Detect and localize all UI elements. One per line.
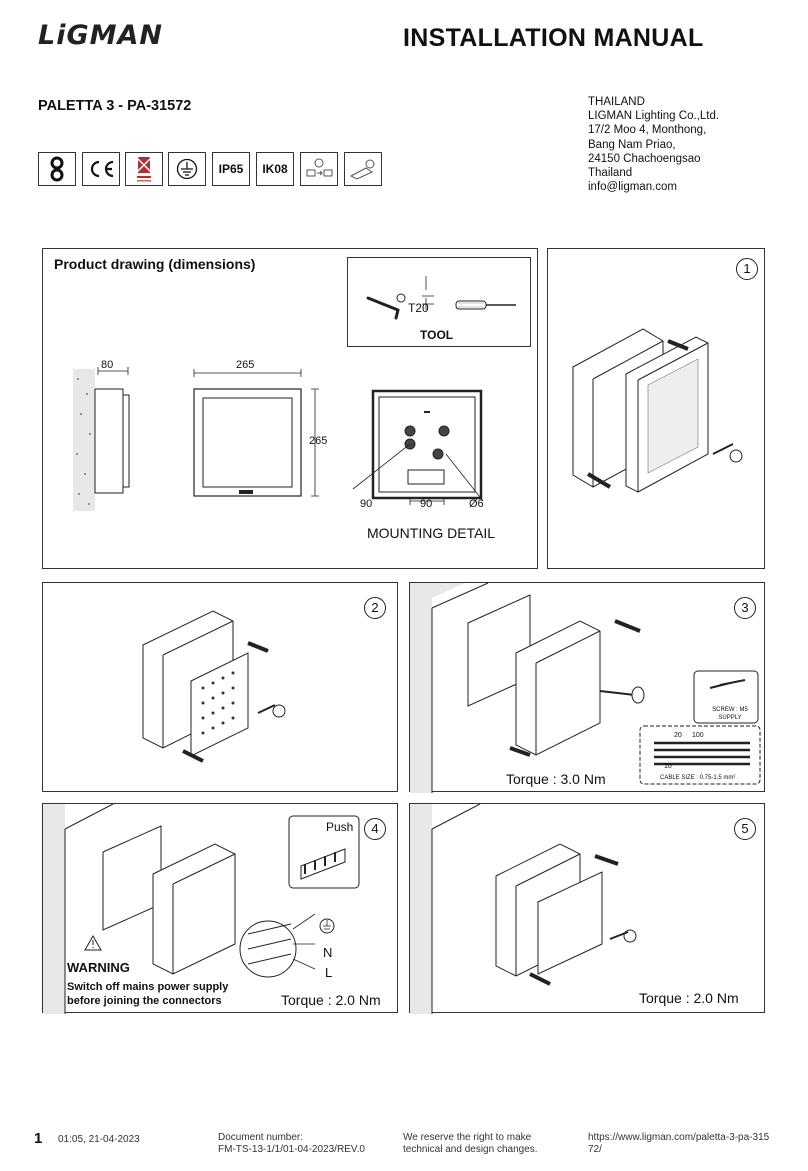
step-number: 1 [736,258,758,280]
strip-length-b: 100 [692,732,704,739]
address-line: THAILAND [588,96,645,108]
live-label: L [325,965,333,980]
earth-ground-icon [168,152,206,186]
torque-label: Torque : 2.0 Nm [281,992,381,1008]
product-model: PALETTA 3 - PA-31572 [38,98,192,114]
step-number: 3 [734,597,756,619]
step-4-illustration [43,804,360,1014]
tool-box: T20 TOOL [347,257,531,347]
installation-icon [344,152,382,186]
height-dimension: 265 [309,435,328,447]
url-line[interactable]: https://www.ligman.com/paletta-3-pa-315 [588,1132,770,1143]
screw-label: SCREW : M5 [712,707,748,713]
document-number-label: Document number: [218,1132,304,1143]
dimension-drawing [73,367,484,511]
address-line: 24150 Chachoengsao [588,152,701,165]
warning-text-2: before joining the connectors [67,995,222,1007]
product-drawing-panel: Product drawing (dimensions) T20 TOOL [42,248,538,569]
step-number: 5 [734,818,756,840]
class-icon [38,152,76,186]
address-line: 17/2 Moo 4, Monthong, [588,124,707,137]
address-email: info@ligman.com [588,181,678,194]
torque-label: Torque : 3.0 Nm [506,771,606,787]
torque-label: Torque : 2.0 Nm [639,990,739,1006]
timestamp: 01:05, 21-04-2023 [58,1134,140,1145]
step-2-panel: 2 [42,582,398,792]
step-4-panel: 4 Push N L WARNING Switch off mains powe… [42,803,398,1014]
product-drawing-title: Product drawing (dimensions) [54,256,256,272]
mount-spacing-a: 90 [360,498,373,510]
step-3-panel: 3 SCREW : M5 SUPPLY 20 100 10 CABLE SIZE… [409,582,765,793]
step-1-illustration [572,328,743,493]
tool-key-label: T20 [408,301,429,315]
document-number-value: FM-TS-13-1/1/01-04-2023/REV.0 [218,1144,365,1155]
url-line[interactable]: 72/ [588,1144,602,1155]
step-2-illustration [142,610,286,763]
step-3-illustration [410,583,761,793]
tool-illustration [366,276,516,320]
product-url[interactable]: https://www.ligman.com/paletta-3-pa-315 … [588,1132,769,1156]
cable-size: CABLE SIZE : 0.75-1.5 mm² [660,775,736,781]
mount-spacing-b: 90 [420,498,433,510]
ik-rating-badge: IK08 [256,152,294,186]
tool-label: TOOL [420,328,454,342]
strip-length-c: 10 [664,763,672,770]
mounting-detail-label: MOUNTING DETAIL [367,525,496,541]
step-number: 4 [364,818,386,840]
warning-text-1: Switch off mains power supply [67,981,229,993]
push-label: Push [326,820,354,834]
depth-dimension: 80 [101,359,114,371]
screw-supply: SUPPLY [718,715,742,721]
address-line: Thailand [588,167,633,180]
document-number: Document number: FM-TS-13-1/1/01-04-2023… [218,1132,365,1156]
hole-diameter: Ø6 [469,498,484,510]
address-line: Bang Nam Priao, [588,138,676,151]
step-5-panel: 5 Torque : 2.0 Nm [409,803,765,1014]
document-title: INSTALLATION MANUAL [403,24,704,52]
width-dimension: 265 [236,359,255,371]
brand-logo: LiGMAN [38,20,163,51]
neutral-label: N [323,945,333,960]
reserve-line: technical and design changes. [403,1144,538,1155]
step-1-panel: 1 [547,248,765,569]
step-5-illustration [410,804,637,1014]
reserve-notice: We reserve the right to make technical a… [403,1132,538,1156]
address-line: LIGMAN Lighting Co.,Ltd. [588,110,720,123]
ce-mark-icon [82,152,120,186]
page-number: 1 [34,1130,43,1147]
step-number: 2 [364,597,386,619]
warning-title: WARNING [67,960,130,975]
ip-rating-badge: IP65 [212,152,250,186]
weee-bin-icon [125,152,163,186]
strip-length-a: 20 [674,732,682,739]
reserve-line: We reserve the right to make [403,1132,532,1143]
surface-mount-icon [300,152,338,186]
company-address: THAILAND LIGMAN Lighting Co.,Ltd. 17/2 M… [588,95,719,194]
